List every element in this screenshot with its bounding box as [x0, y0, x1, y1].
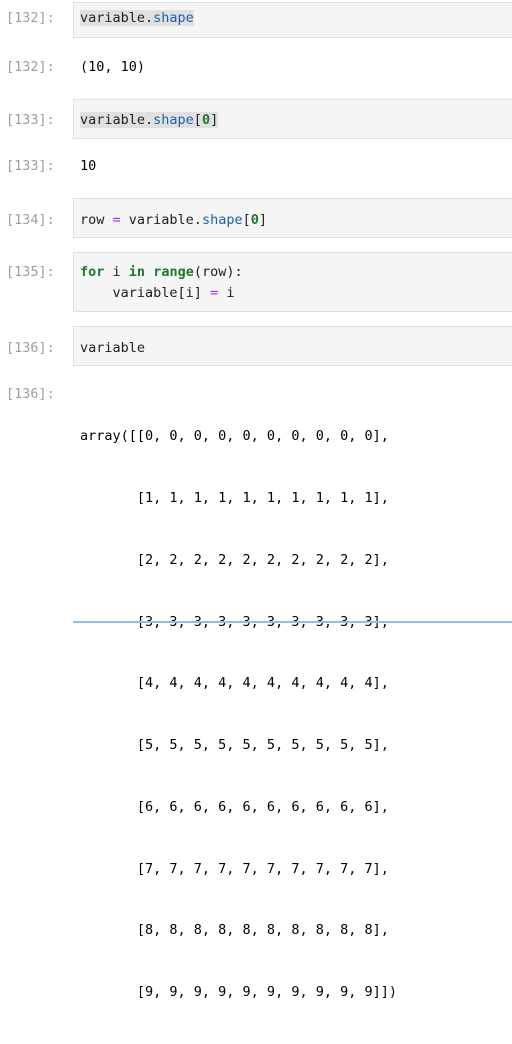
- code-token: shape: [201, 212, 243, 228]
- code-token: for: [80, 264, 105, 280]
- array-row: [5, 5, 5, 5, 5, 5, 5, 5, 5, 5],: [80, 737, 389, 754]
- input-prompt-134: [134]:: [6, 212, 55, 228]
- code-line-135-1[interactable]: for i in range(row):: [80, 263, 243, 281]
- code-token: [: [193, 112, 202, 128]
- code-token: range: [153, 264, 194, 280]
- output-136: array([[0, 0, 0, 0, 0, 0, 0, 0, 0, 0], […: [80, 385, 397, 1044]
- code-token: variable[i]: [80, 285, 211, 301]
- code-line-132[interactable]: variable.shape: [80, 9, 194, 27]
- code-token: [: [242, 212, 251, 228]
- code-line-134[interactable]: row = variable.shape[0]: [80, 211, 267, 229]
- code-token: i: [104, 264, 129, 280]
- code-token: variable.: [80, 112, 154, 128]
- code-line-133[interactable]: variable.shape[0]: [80, 111, 219, 129]
- array-row: [7, 7, 7, 7, 7, 7, 7, 7, 7, 7],: [80, 860, 389, 877]
- code-token: [145, 264, 153, 280]
- code-token: =: [210, 285, 219, 301]
- code-cell-136[interactable]: [73, 326, 512, 366]
- array-row: array([[0, 0, 0, 0, 0, 0, 0, 0, 0, 0],: [80, 428, 389, 445]
- array-row: [8, 8, 8, 8, 8, 8, 8, 8, 8, 8],: [80, 922, 389, 939]
- input-prompt-132: [132]:: [6, 10, 55, 26]
- array-row: [4, 4, 4, 4, 4, 4, 4, 4, 4, 4],: [80, 675, 389, 692]
- notebook: [132]: variable.shape [132]: (10, 10) [1…: [6, 2, 512, 1000]
- code-token: in: [128, 264, 146, 280]
- code-cell-134[interactable]: [73, 198, 512, 238]
- input-prompt-136: [136]:: [6, 340, 55, 356]
- code-token: row: [80, 212, 113, 228]
- output-132: (10, 10): [80, 59, 146, 75]
- input-prompt-133: [133]:: [6, 112, 55, 128]
- code-token: shape: [153, 112, 194, 128]
- output-133: 10: [80, 158, 97, 174]
- code-token: shape: [153, 10, 194, 26]
- array-row: [2, 2, 2, 2, 2, 2, 2, 2, 2, 2],: [80, 551, 389, 568]
- output-prompt-132: [132]:: [6, 59, 55, 75]
- active-cell-border: [73, 621, 512, 623]
- code-token: 0: [250, 212, 259, 228]
- code-token: variable.: [120, 212, 202, 228]
- code-token: i: [218, 285, 235, 301]
- array-row: [6, 6, 6, 6, 6, 6, 6, 6, 6, 6],: [80, 798, 389, 815]
- code-cell-135[interactable]: [73, 252, 512, 312]
- code-token: (row):: [193, 264, 243, 280]
- code-token: ]: [210, 112, 219, 128]
- code-line-136[interactable]: variable: [80, 340, 146, 356]
- array-row: [1, 1, 1, 1, 1, 1, 1, 1, 1, 1],: [80, 489, 389, 506]
- output-prompt-133: [133]:: [6, 158, 55, 174]
- code-line-135-2[interactable]: variable[i] = i: [80, 284, 235, 302]
- code-token: ]: [258, 212, 267, 228]
- code-token: 0: [201, 112, 211, 128]
- array-row: [9, 9, 9, 9, 9, 9, 9, 9, 9, 9]]): [80, 984, 397, 1001]
- code-token: variable.: [80, 10, 154, 26]
- code-token: =: [112, 212, 121, 228]
- input-prompt-135: [135]:: [6, 264, 55, 280]
- output-prompt-136: [136]:: [6, 386, 55, 402]
